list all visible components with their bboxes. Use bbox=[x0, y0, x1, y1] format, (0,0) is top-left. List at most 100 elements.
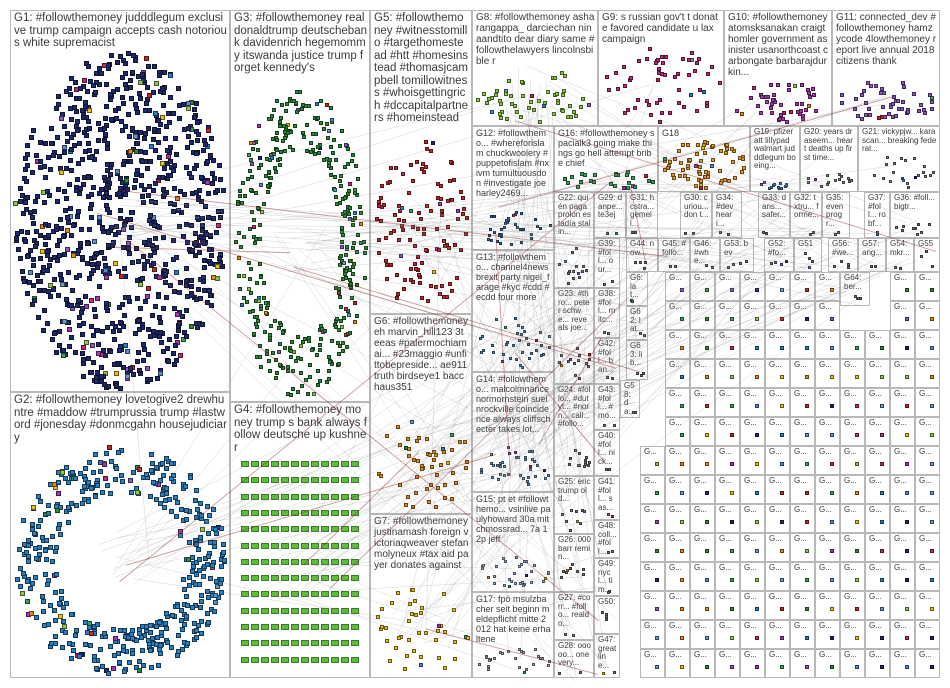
node-g2 bbox=[110, 626, 116, 632]
node-g20 bbox=[806, 176, 810, 180]
node-g1 bbox=[128, 217, 134, 223]
node-small bbox=[754, 548, 759, 553]
node-g2 bbox=[45, 511, 51, 517]
node-g3 bbox=[338, 178, 343, 183]
node-g1 bbox=[117, 216, 123, 222]
node-g1 bbox=[189, 323, 195, 329]
small-group-tile: G... bbox=[740, 649, 765, 678]
node-g2 bbox=[180, 576, 186, 582]
node-small bbox=[754, 403, 759, 408]
node-g1 bbox=[97, 215, 102, 221]
node-g1 bbox=[157, 155, 163, 161]
node-g5 bbox=[415, 254, 420, 259]
node-g1 bbox=[205, 191, 211, 197]
node-g3 bbox=[240, 180, 245, 185]
node-g2 bbox=[69, 611, 75, 617]
small-group-label: G... bbox=[669, 331, 682, 340]
group-label-g24: G24: #follo... #dutyt... #norn... call..… bbox=[558, 385, 593, 428]
node-g2 bbox=[56, 526, 62, 532]
node-g13 bbox=[534, 349, 538, 353]
node-g8 bbox=[579, 104, 584, 109]
group-label-g27: G27: #corr... #follo... realdo... bbox=[558, 593, 591, 628]
node-g2 bbox=[43, 547, 49, 553]
node-g9 bbox=[655, 100, 660, 105]
node-g13 bbox=[520, 351, 524, 355]
node-g2 bbox=[182, 621, 188, 627]
node-g1 bbox=[123, 178, 129, 184]
node-g9 bbox=[635, 97, 640, 102]
small-group-tile: G... bbox=[690, 504, 715, 533]
node-g3 bbox=[247, 152, 251, 157]
node-g2 bbox=[62, 630, 68, 636]
node-g1 bbox=[156, 72, 162, 78]
node-g2 bbox=[136, 667, 142, 673]
small-group-tile: G... bbox=[740, 359, 765, 388]
node-g13 bbox=[538, 330, 542, 334]
node-g2 bbox=[156, 662, 162, 668]
node-small bbox=[804, 548, 809, 553]
group-label-g18: G18 bbox=[662, 128, 680, 138]
node-g3 bbox=[345, 191, 350, 196]
node-g10 bbox=[776, 82, 781, 87]
node-g3 bbox=[304, 103, 309, 108]
node-g21 bbox=[886, 156, 890, 160]
node-g51 bbox=[807, 257, 811, 261]
node-g3 bbox=[264, 173, 269, 178]
node-g16 bbox=[575, 184, 580, 189]
node-g3 bbox=[307, 336, 312, 341]
node-g11 bbox=[881, 104, 886, 109]
node-g4 bbox=[301, 656, 309, 663]
node-g1 bbox=[163, 271, 169, 277]
node-g13 bbox=[514, 317, 518, 321]
node-g6 bbox=[449, 497, 454, 502]
node-g61 bbox=[630, 299, 634, 303]
node-g2 bbox=[112, 635, 118, 641]
node-g2 bbox=[33, 555, 39, 561]
node-g3 bbox=[313, 132, 318, 137]
node-g3 bbox=[358, 241, 363, 246]
node-g27 bbox=[571, 634, 575, 638]
node-g10 bbox=[811, 87, 816, 92]
node-small bbox=[854, 664, 859, 669]
small-group-label: G... bbox=[719, 389, 732, 398]
node-small bbox=[929, 606, 934, 611]
node-g5 bbox=[414, 159, 419, 164]
node-small bbox=[779, 403, 784, 408]
node-g4 bbox=[331, 509, 339, 516]
node-g18 bbox=[724, 146, 729, 151]
node-g1 bbox=[40, 327, 46, 333]
node-small bbox=[804, 519, 809, 524]
node-g3 bbox=[247, 286, 252, 291]
node-g3 bbox=[334, 324, 339, 329]
node-g6 bbox=[410, 504, 415, 509]
node-g1 bbox=[138, 173, 144, 179]
small-group-tile: G... bbox=[765, 446, 790, 475]
node-g2 bbox=[113, 465, 119, 471]
node-g25 bbox=[569, 509, 573, 513]
small-group-tile: G... bbox=[690, 475, 715, 504]
small-group-label: G... bbox=[894, 360, 907, 369]
node-g5 bbox=[396, 291, 401, 296]
node-small bbox=[804, 403, 809, 408]
small-group-tile: G... bbox=[715, 475, 740, 504]
node-g1 bbox=[191, 166, 197, 172]
node-g3 bbox=[246, 260, 251, 265]
node-g5 bbox=[399, 254, 404, 259]
node-g4 bbox=[261, 656, 269, 663]
node-g1 bbox=[33, 244, 39, 250]
node-g1 bbox=[214, 276, 220, 282]
node-g1 bbox=[127, 133, 133, 139]
node-g1 bbox=[69, 116, 75, 122]
node-small bbox=[779, 577, 784, 582]
group-label-g21: G21: vickypjw... karascan... breaking fe… bbox=[862, 127, 937, 153]
node-g3 bbox=[305, 392, 310, 397]
node-g2 bbox=[26, 553, 32, 559]
node-g11 bbox=[853, 107, 858, 112]
node-g2 bbox=[212, 608, 218, 614]
node-g1 bbox=[181, 234, 187, 240]
node-small bbox=[904, 635, 909, 640]
node-g18 bbox=[732, 176, 737, 181]
node-g33 bbox=[764, 231, 768, 235]
small-group-tile: G... bbox=[890, 533, 915, 562]
node-g1 bbox=[45, 233, 51, 239]
